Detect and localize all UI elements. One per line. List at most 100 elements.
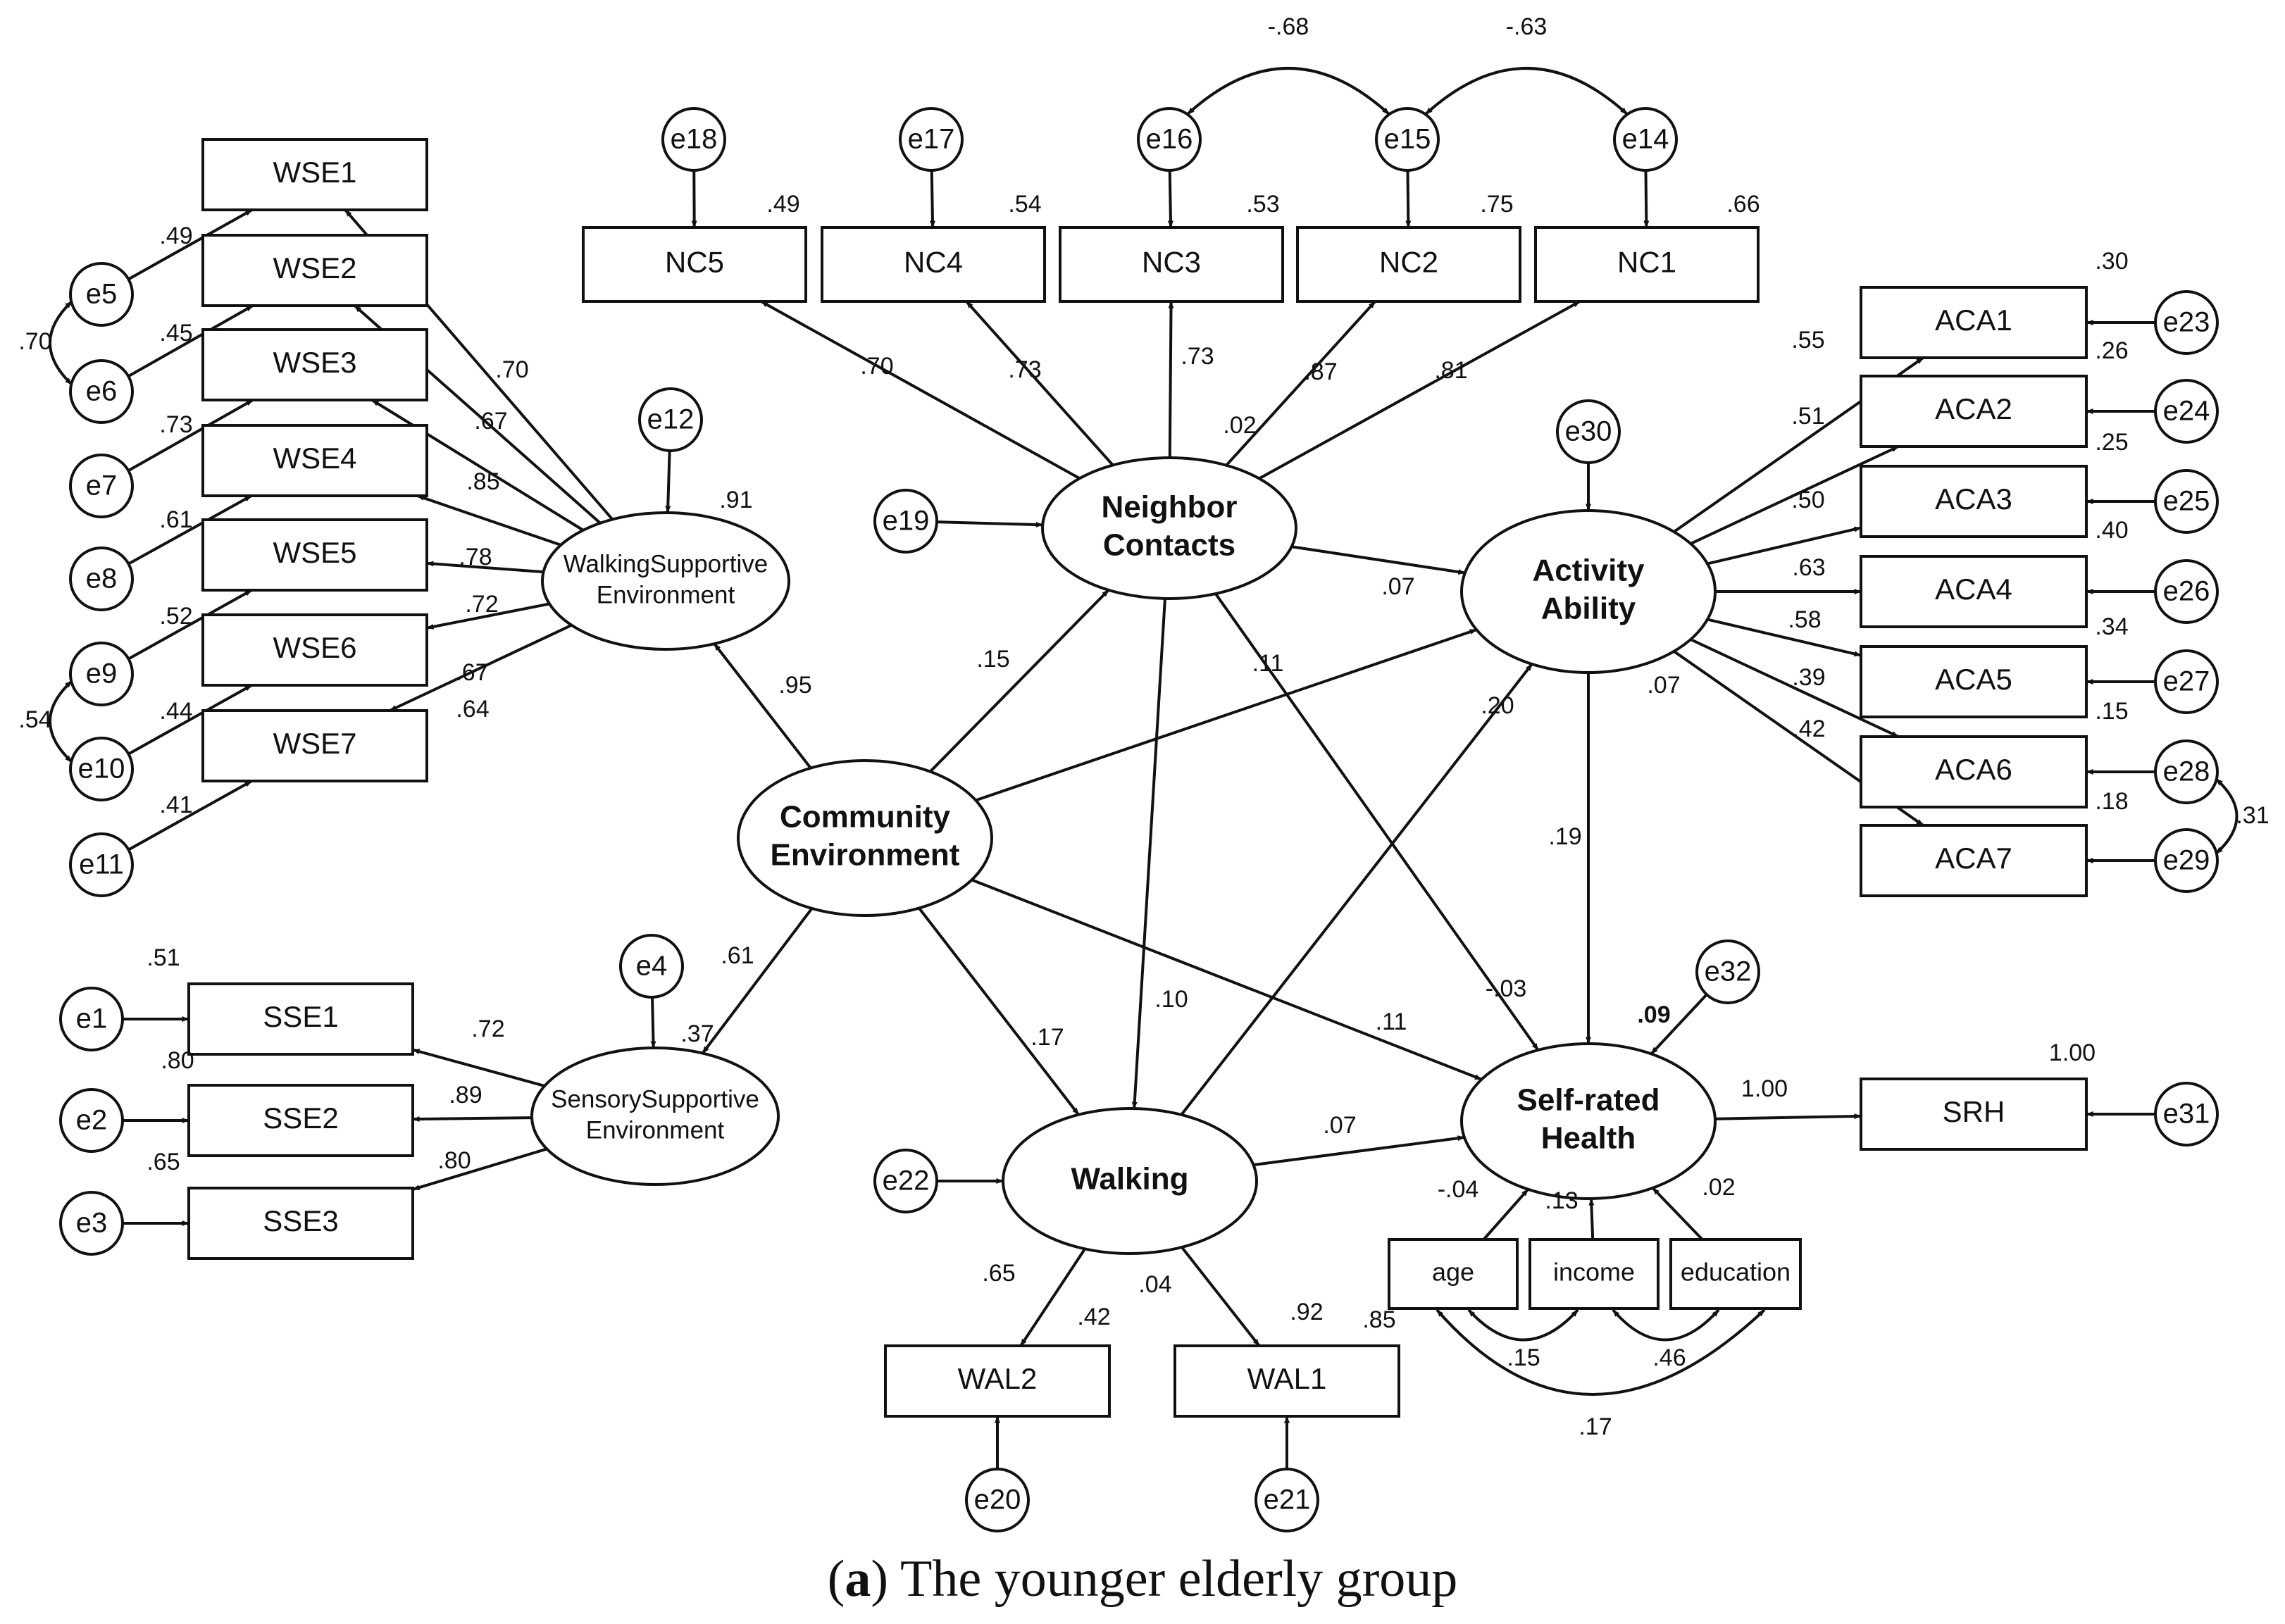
latent-label-aa: Ability	[1541, 592, 1636, 626]
path-coef-nc-wk: .10	[1154, 986, 1188, 1013]
latent-label-wsp: Environment	[597, 581, 735, 608]
error-e14	[1613, 107, 1678, 172]
error-path-e6-to-wse2	[127, 304, 254, 378]
path-coef-aa-aca5: .58	[1788, 606, 1821, 633]
indicator-nc2	[1296, 226, 1521, 303]
indicator-label-income: income	[1553, 1258, 1635, 1287]
indicator-nc1	[1534, 226, 1760, 303]
indicator-label-wse3: WSE3	[273, 346, 356, 379]
error-path-e32-to-sr	[1650, 993, 1708, 1055]
error-label-e22: e22	[883, 1166, 930, 1197]
path-nc-to-nc5	[760, 300, 1081, 480]
indicator-label-wal1: WAL1	[1247, 1362, 1327, 1395]
path-nc-to-wk	[1131, 598, 1166, 1109]
error-label-e10: e10	[78, 754, 125, 785]
indicator-label-aca4: ACA4	[1935, 573, 2012, 606]
error-label-e19: e19	[883, 506, 930, 537]
error-path-e12-to-wsp	[665, 450, 671, 513]
error-label-e3: e3	[76, 1208, 108, 1239]
covariance-e15-e14	[1424, 67, 1629, 115]
latent-label-sr: Self-rated	[1517, 1083, 1660, 1118]
indicator-wse4	[201, 424, 428, 497]
path-coef-ce-aa: .11	[1252, 650, 1284, 677]
indicator-label-aca1: ACA1	[1935, 304, 2012, 337]
latent-wsp	[541, 511, 790, 651]
error-e6	[69, 359, 134, 424]
r-squared-wse3: .73	[159, 411, 192, 438]
r-squared-wsp: .91	[719, 487, 752, 513]
error-e5	[69, 262, 134, 327]
r-squared-wk: .04	[1138, 1271, 1171, 1298]
path-sr-to-srh	[1714, 1113, 1862, 1120]
covariance-label-e9-e10: .54	[18, 706, 51, 733]
error-label-e16: e16	[1146, 124, 1193, 155]
error-e28	[2154, 739, 2219, 804]
latent-ssp	[530, 1047, 780, 1186]
caption-text: The younger elderly group	[888, 1550, 1458, 1608]
path-coef-ssp-sse1: .72	[471, 1016, 504, 1042]
path-aa-to-aca3	[1707, 526, 1862, 566]
path-wk-to-wal2	[1019, 1248, 1086, 1347]
path-ce-to-sr	[971, 878, 1483, 1081]
path-ce-to-wk	[918, 907, 1080, 1116]
r-squared-wse2: .45	[159, 320, 192, 346]
indicator-label-nc5: NC5	[665, 246, 724, 279]
error-label-e9: e9	[86, 658, 118, 689]
indicator-aca3	[1860, 465, 2088, 538]
indicator-nc5	[582, 226, 807, 303]
error-label-e6: e6	[86, 376, 118, 407]
path-coef-nc-nc2: .87	[1304, 358, 1337, 385]
covariance-age-income	[1467, 1308, 1579, 1342]
r-squared-aca7: .18	[2095, 788, 2128, 815]
error-path-e16-to-nc3	[1167, 170, 1173, 228]
indicator-sse3	[187, 1187, 414, 1260]
error-label-e23: e23	[2163, 307, 2210, 338]
path-coef-aa-aca7: .42	[1792, 716, 1825, 742]
path-wsp-to-wse7	[389, 623, 573, 712]
error-e26	[2154, 559, 2219, 624]
r-squared-sse2: .80	[161, 1047, 194, 1074]
latent-label-aa: Activity	[1533, 554, 1645, 588]
r-squared-aca3: .25	[2095, 429, 2128, 456]
path-nc-to-nc3	[1168, 301, 1174, 458]
error-label-e7: e7	[86, 470, 118, 501]
indicator-label-aca3: ACA3	[1935, 482, 2012, 516]
path-coef-nc-nc1: .81	[1434, 357, 1467, 384]
error-e24	[2154, 379, 2219, 444]
path-coef-wsp-wse6: .67	[455, 659, 488, 686]
error-e7	[69, 454, 134, 518]
path-ce-to-ssp	[701, 907, 814, 1054]
path-coef-wsp-wse1: .70	[495, 356, 528, 383]
error-e8	[69, 546, 134, 611]
error-e32	[1695, 939, 1760, 1004]
error-e25	[2154, 469, 2219, 534]
latent-label-wk: Walking	[1071, 1162, 1188, 1197]
indicator-aca5	[1860, 645, 2088, 718]
path-ce-to-nc	[929, 589, 1110, 773]
path-coef-ssp-sse3: .80	[437, 1147, 471, 1174]
r-squared-sr: .09	[1637, 1001, 1670, 1028]
path-coef-income-sr: .13	[1545, 1187, 1578, 1214]
covariance-age-education	[1436, 1308, 1766, 1396]
covariance-label-age-education: .17	[1579, 1413, 1612, 1440]
path-nc-to-sr	[1214, 592, 1540, 1051]
indicator-label-nc1: NC1	[1617, 246, 1676, 279]
error-label-e14: e14	[1622, 124, 1669, 155]
error-label-e8: e8	[86, 563, 118, 594]
indicator-label-nc3: NC3	[1142, 246, 1201, 279]
r-squared-sse3: .65	[147, 1149, 180, 1175]
error-e9	[69, 642, 134, 706]
path-coef-aa-aca4: .63	[1792, 554, 1825, 581]
latent-label-ssp: SensorySupportive	[551, 1085, 759, 1113]
r-squared-nc5: .49	[766, 191, 799, 218]
error-e20	[965, 1468, 1030, 1532]
indicator-label-aca5: ACA5	[1935, 663, 2012, 696]
path-coef-aa-aca3: .50	[1791, 487, 1824, 513]
error-e27	[2154, 649, 2219, 714]
r-squared-sse1: .51	[147, 944, 180, 971]
r-squared-nc4: .54	[1008, 191, 1041, 218]
path-coef-sr-srh: 1.00	[1741, 1075, 1788, 1102]
r-squared-wse1: .49	[159, 223, 192, 249]
covariance-e16-e15	[1186, 67, 1390, 115]
latent-label-ce: Community	[780, 800, 951, 835]
